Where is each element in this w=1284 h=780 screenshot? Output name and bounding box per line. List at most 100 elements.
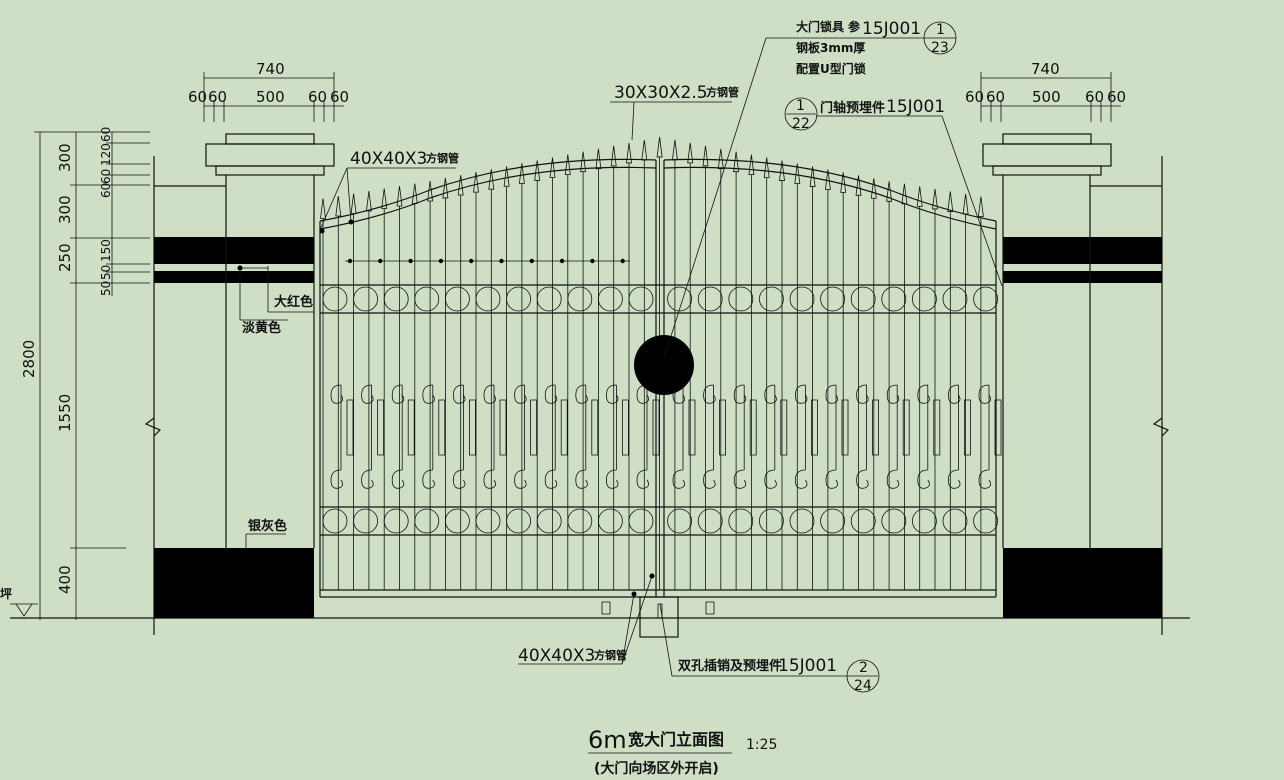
latch-num: 2 (859, 660, 868, 676)
gate-spike (671, 139, 678, 161)
annotation-latch: 双孔插销及预埋件 15J001 2 24 (678, 656, 880, 694)
gate-spike (427, 180, 434, 202)
dim-left-c: 60 (308, 88, 327, 106)
ring-upper (912, 286, 937, 312)
right-pillar (982, 133, 1112, 548)
title-size: 6m (588, 726, 627, 754)
ring-lower (567, 508, 593, 534)
ring-lower (414, 508, 440, 534)
ring-upper (789, 286, 815, 312)
dim-small-60b: 60 (99, 169, 113, 184)
dim-right-mid: 500 (1032, 88, 1061, 106)
right-wall-band-lower (1003, 271, 1162, 283)
scroll-ornament (544, 384, 568, 489)
ring-upper (728, 286, 754, 312)
scroll-ornament (605, 384, 629, 489)
scroll-ornament (947, 384, 971, 489)
latch-ref: 15J001 (778, 656, 837, 676)
dim-small-60c: 60 (99, 183, 113, 198)
ring-lower (850, 508, 876, 534)
dim-right-total: 740 (1031, 60, 1060, 78)
scroll-ornament (856, 384, 879, 489)
dim-small-120: 120 (99, 143, 113, 166)
ring-lower (444, 508, 470, 534)
gate-spike (335, 195, 342, 217)
right-wall (1003, 156, 1170, 635)
dim-right-a: 60 (965, 88, 984, 106)
scroll-ornament (794, 384, 818, 489)
ring-upper (536, 286, 562, 312)
gate-spike (411, 183, 418, 204)
ring-upper (444, 286, 470, 312)
ring-lower (697, 508, 723, 534)
gate-spike (947, 191, 954, 212)
ring-upper (506, 286, 531, 312)
lock-line2: 钢板3mm厚 (796, 40, 865, 55)
rail-dot (438, 258, 444, 264)
dim-seg-400: 400 (56, 565, 74, 594)
gate-spike (809, 166, 816, 187)
lock-num: 1 (936, 22, 945, 38)
ring-lower (475, 508, 501, 534)
gate-spike (365, 190, 372, 212)
left-wall-band-upper (154, 237, 314, 264)
ring-upper (881, 286, 907, 312)
scroll-ornament (452, 384, 476, 489)
annotation-pipe-bottom: 40X40X3 方钢管 (518, 646, 627, 666)
pipe-bottom-desc: 方钢管 (594, 648, 627, 662)
gate-spike (320, 198, 326, 219)
gate-rings (322, 286, 998, 534)
hinge-text: 门轴预埋件 (820, 100, 885, 116)
dim-overall: 2800 (20, 340, 38, 378)
ring-lower (728, 508, 754, 534)
label-red: 大红色 (274, 294, 313, 310)
gate-spike (442, 177, 449, 199)
scroll-ornament (575, 384, 599, 489)
scroll-ornament (764, 384, 788, 489)
scroll-ornament (672, 384, 696, 489)
gate-spike (962, 193, 969, 215)
dim-left-total: 740 (256, 60, 285, 78)
gate-spike (518, 163, 525, 184)
dim-right-b: 60 (986, 88, 1005, 106)
ring-upper (322, 286, 348, 312)
gate-spike (932, 188, 938, 210)
hinge-num: 1 (796, 98, 805, 114)
scroll-ornament (361, 384, 384, 489)
right-wall-band-upper (1003, 237, 1162, 264)
dim-small-50b: 50 (99, 281, 113, 296)
rail-dot (347, 258, 353, 264)
right-wall-base (1003, 548, 1162, 618)
ring-lower (973, 508, 998, 534)
hinge-ref: 15J001 (886, 97, 945, 117)
scroll-ornament (330, 384, 354, 489)
rail-dot (469, 258, 474, 264)
scroll-ornament (422, 384, 446, 489)
ring-upper (475, 286, 501, 312)
scroll-ornament (733, 384, 757, 489)
ring-upper (759, 286, 784, 312)
gate-scrolls (330, 384, 1002, 489)
dim-left-top: 740 60 60 500 60 60 (188, 60, 349, 122)
ring-lower (628, 508, 654, 534)
ring-upper (567, 286, 593, 312)
gate-spike (457, 174, 464, 196)
top-rail-dots (347, 258, 625, 264)
scroll-ornament (391, 384, 415, 489)
dim-left-d: 60 (330, 88, 349, 106)
ring-upper (697, 286, 723, 312)
title-subtitle: (大门向场区外开启) (594, 760, 719, 777)
gate-spike (717, 148, 724, 170)
scroll-ornament (886, 384, 910, 489)
scroll-ornament (636, 384, 660, 489)
annotation-lock: 大门锁具 参 15J001 钢板3mm厚 配置U型门锁 1 23 (796, 19, 957, 76)
ring-upper (942, 286, 968, 312)
gate-spike (855, 175, 862, 196)
ring-upper (973, 286, 998, 312)
left-wall (144, 156, 314, 635)
gate-spike (396, 185, 403, 207)
ground-symbol: 坪 (0, 587, 38, 617)
pipe-left-size: 40X40X3 (350, 149, 427, 169)
scroll-ornament (917, 384, 941, 489)
gate-spike (748, 154, 755, 176)
